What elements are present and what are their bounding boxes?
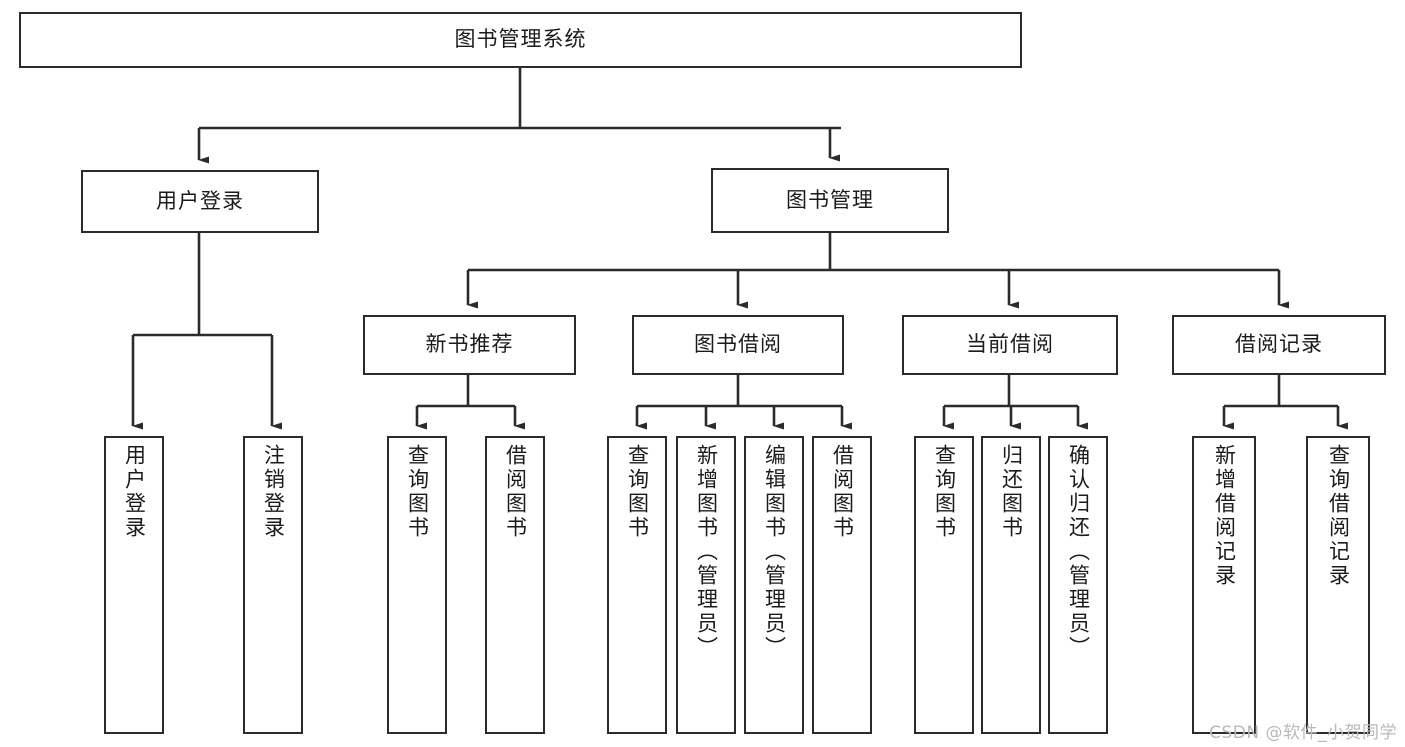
node-user-login[interactable]: 用户登录 — [81, 170, 319, 233]
node-current-borrow[interactable]: 当前借阅 — [902, 315, 1118, 375]
node-label: 查询借阅记录 — [1326, 444, 1351, 588]
node-label: 注销登录 — [261, 444, 286, 540]
node-label: 图书借阅 — [694, 332, 782, 357]
node-label: 归还图书 — [999, 444, 1024, 540]
node-label: 编辑图书（管理员） — [762, 444, 787, 660]
node-leaf-query-borrow-record[interactable]: 查询借阅记录 — [1306, 436, 1370, 734]
node-label: 新增借阅记录 — [1212, 444, 1237, 588]
node-label: 借阅记录 — [1235, 332, 1323, 357]
node-label: 新增图书（管理员） — [694, 444, 719, 660]
node-book-management[interactable]: 图书管理 — [711, 168, 949, 233]
node-leaf-return-book[interactable]: 归还图书 — [981, 436, 1041, 734]
node-label: 新书推荐 — [425, 332, 514, 357]
node-leaf-add-borrow-record[interactable]: 新增借阅记录 — [1192, 436, 1256, 734]
node-label: 当前借阅 — [966, 332, 1054, 357]
node-label: 图书管理 — [786, 187, 874, 212]
watermark: CSDN @软件_小贺同学 — [1209, 723, 1397, 743]
node-label: 借阅图书 — [830, 444, 855, 540]
node-label: 用户登录 — [122, 444, 147, 540]
node-borrow-record[interactable]: 借阅记录 — [1172, 315, 1386, 375]
node-book-borrow[interactable]: 图书借阅 — [632, 315, 844, 375]
node-root-system[interactable]: 图书管理系统 — [19, 12, 1022, 68]
node-leaf-borrow-book-recommend[interactable]: 借阅图书 — [485, 436, 545, 734]
node-label: 用户登录 — [156, 188, 244, 213]
node-leaf-query-book-recommend[interactable]: 查询图书 — [387, 436, 447, 734]
node-label: 借阅图书 — [503, 444, 528, 540]
node-new-book-recommend[interactable]: 新书推荐 — [363, 315, 576, 375]
node-leaf-edit-book-admin[interactable]: 编辑图书（管理员） — [744, 436, 804, 734]
node-label: 查询图书 — [625, 444, 650, 540]
node-leaf-borrow-book[interactable]: 借阅图书 — [812, 436, 872, 734]
node-label: 查询图书 — [932, 444, 957, 540]
node-leaf-query-book-borrow[interactable]: 查询图书 — [607, 436, 667, 734]
node-leaf-query-book-current[interactable]: 查询图书 — [914, 436, 974, 734]
node-label: 查询图书 — [405, 444, 430, 540]
node-label: 图书管理系统 — [454, 27, 587, 52]
node-leaf-confirm-return-admin[interactable]: 确认归还（管理员） — [1048, 436, 1108, 734]
node-leaf-logout[interactable]: 注销登录 — [243, 436, 303, 734]
node-leaf-user-login[interactable]: 用户登录 — [104, 436, 164, 734]
node-leaf-add-book-admin[interactable]: 新增图书（管理员） — [676, 436, 736, 734]
node-label: 确认归还（管理员） — [1066, 444, 1091, 660]
